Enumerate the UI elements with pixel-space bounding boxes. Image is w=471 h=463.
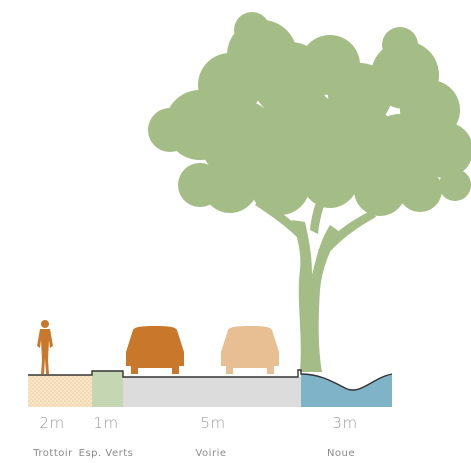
zone-width-trottoir: 2m — [39, 414, 65, 432]
road-zone — [123, 377, 301, 407]
zone-width-noue: 3m — [332, 414, 358, 432]
zone-width-voirie: 5m — [200, 414, 226, 432]
zone-name-voirie: Voirie — [195, 448, 227, 459]
zone-name-trottoir: Trottoir — [33, 448, 73, 459]
green-strip-zone — [92, 371, 123, 407]
car-dark-icon — [126, 326, 184, 374]
tree-icon — [148, 12, 471, 372]
swale-zone — [301, 374, 392, 407]
ground-profile — [28, 369, 393, 407]
sidewalk-zone — [28, 375, 92, 407]
pedestrian-icon — [37, 320, 53, 374]
zone-name-espaces-verts: Esp. Verts — [78, 448, 134, 459]
zone-width-espaces-verts: 1m — [93, 414, 119, 432]
car-light-icon — [221, 326, 279, 374]
zone-name-noue: Noue — [326, 448, 356, 459]
